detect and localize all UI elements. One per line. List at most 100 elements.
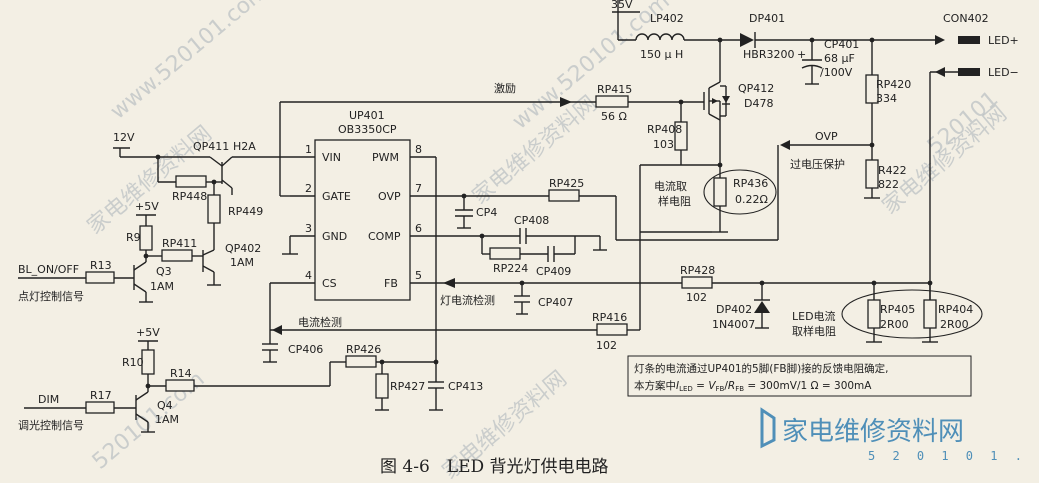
label-qp412-val: D478	[744, 97, 773, 110]
label-ovp: OVP	[815, 130, 838, 143]
label-rp436-val: 0.22Ω	[735, 193, 768, 206]
label-lp402: LP402	[650, 12, 684, 25]
pin-num: 6	[415, 222, 422, 235]
label-rp420-val: 334	[876, 92, 897, 105]
resistor-rp404	[923, 299, 937, 329]
pin-name: COMP	[368, 230, 401, 243]
pin-name: CS	[322, 277, 337, 290]
pin-name: PWM	[372, 151, 399, 164]
resistor-rp436	[713, 177, 727, 207]
diode-dp401	[740, 33, 754, 47]
resistor-rp405	[867, 299, 881, 329]
resistor-r9	[139, 225, 153, 251]
label-rp422: R422	[878, 164, 907, 177]
pin-name: FB	[384, 277, 398, 290]
label-cur-sense-2: 样电阻	[658, 194, 691, 208]
label-rp449: RP449	[228, 205, 263, 218]
label-rp427: RP427	[390, 380, 425, 393]
label-led-sense-2: 取样电阻	[792, 324, 836, 338]
label-cp413: CP413	[448, 380, 483, 393]
label-rp415: RP415	[597, 83, 632, 96]
label-rp428: RP428	[680, 264, 715, 277]
resistor-rp411	[161, 249, 193, 262]
label-lp402-val: 150 μ H	[640, 48, 683, 61]
highlight-led-sense	[841, 289, 983, 339]
label-rp448: RP448	[172, 190, 207, 203]
resistor-r17	[85, 401, 115, 414]
brand-watermark: 家电维修资料网 5 2 0 1 0 1 . c o m	[760, 407, 1039, 463]
label-qp402-val: 1AM	[230, 256, 254, 269]
label-rp405-val: 2R00	[880, 318, 909, 331]
resistor-rp422	[865, 159, 879, 189]
label-led-minus: LED−	[988, 66, 1019, 79]
label-qp412: QP412	[738, 82, 774, 95]
resistor-rp415	[595, 95, 629, 108]
resistor-rp426	[345, 355, 377, 368]
note-line1: 灯条的电流通过UP401的5脚(FB脚)接的反馈电阻确定,	[634, 362, 889, 375]
connector-led-plus	[958, 36, 980, 44]
label-cur-sense-1: 电流取	[654, 179, 687, 193]
label-rp426: RP426	[346, 343, 381, 356]
brand-logo-icon	[760, 407, 776, 449]
label-rp224: RP224	[493, 262, 528, 275]
label-rp408-val: 103	[653, 138, 674, 151]
pin-num: 1	[305, 143, 312, 156]
label-rp422-val: 822	[878, 178, 899, 191]
label-dim: DIM	[38, 393, 59, 406]
label-dim-cn: 调光控制信号	[18, 418, 84, 432]
note-box	[627, 355, 972, 397]
resistor-rp428	[681, 276, 713, 289]
resistor-rp448	[175, 175, 207, 188]
label-ic-part: OB3350CP	[338, 123, 397, 136]
label-35v: 35V	[611, 0, 633, 11]
label-rp408: RP408	[647, 123, 682, 136]
label-r14: R14	[170, 367, 192, 380]
label-cp401: CP401	[824, 38, 859, 51]
label-rp415-val: 56 Ω	[601, 110, 627, 123]
label-5v-a: +5V	[135, 200, 159, 213]
resistor-rp425	[548, 189, 580, 202]
highlight-rp436	[703, 169, 777, 215]
plus-sign: +	[797, 48, 806, 61]
label-qp411: QP411	[193, 140, 229, 153]
label-cp401-val1: 68 μF	[824, 52, 855, 65]
label-bl-on-cn: 点灯控制信号	[18, 289, 84, 303]
label-cur-detect: 电流检测	[298, 315, 342, 329]
label-12v: 12V	[113, 131, 135, 144]
label-rp425: RP425	[549, 177, 584, 190]
label-cp401-val2: /100V	[820, 66, 853, 79]
brand-url: 5 2 0 1 0 1 . c o m	[868, 449, 1039, 463]
label-cp406: CP406	[288, 343, 323, 356]
note-line2: 本方案中ILED = VFB/RFB = 300mV/1 Ω = 300mA	[634, 379, 872, 393]
label-jili: 激励	[494, 81, 516, 95]
label-qp402: QP402	[225, 242, 261, 255]
pin-name: GND	[322, 230, 347, 243]
watermark-text: www.520101.com	[106, 0, 273, 125]
label-r13: R13	[90, 259, 112, 272]
ic-up401	[314, 139, 411, 301]
label-q3-val: 1AM	[150, 280, 174, 293]
pin-num: 4	[305, 269, 312, 282]
label-cp407: CP407	[538, 296, 573, 309]
label-ic-ref: UP401	[349, 109, 385, 122]
pin-num: 3	[305, 222, 312, 235]
label-rp436: RP436	[733, 177, 768, 190]
label-ovp-cn: 过电压保护	[790, 157, 845, 171]
label-dp401-val: HBR3200	[743, 48, 794, 61]
pin-name: VIN	[322, 151, 341, 164]
ic-right-pins: 8 PWM 7 OVP 6 COMP 5 FB	[368, 143, 436, 290]
label-rp405: RP405	[880, 303, 915, 316]
figure-caption: 图 4-6 LED 背光灯供电电路	[380, 457, 609, 477]
ic-left-pins: 1 VIN 2 GATE 3 GND 4 CS	[290, 143, 351, 290]
resistor-r13	[85, 271, 115, 284]
label-rp416: RP416	[592, 311, 627, 324]
watermark-text: 家电维修资料网	[878, 101, 1012, 219]
resistor-r10	[141, 349, 155, 375]
label-dp401: DP401	[749, 12, 785, 25]
label-r9: R9	[126, 231, 141, 244]
label-q3: Q3	[156, 265, 172, 278]
resistor-rp224	[489, 247, 521, 260]
pin-name: GATE	[322, 190, 351, 203]
label-rp428-val: 102	[686, 291, 707, 304]
